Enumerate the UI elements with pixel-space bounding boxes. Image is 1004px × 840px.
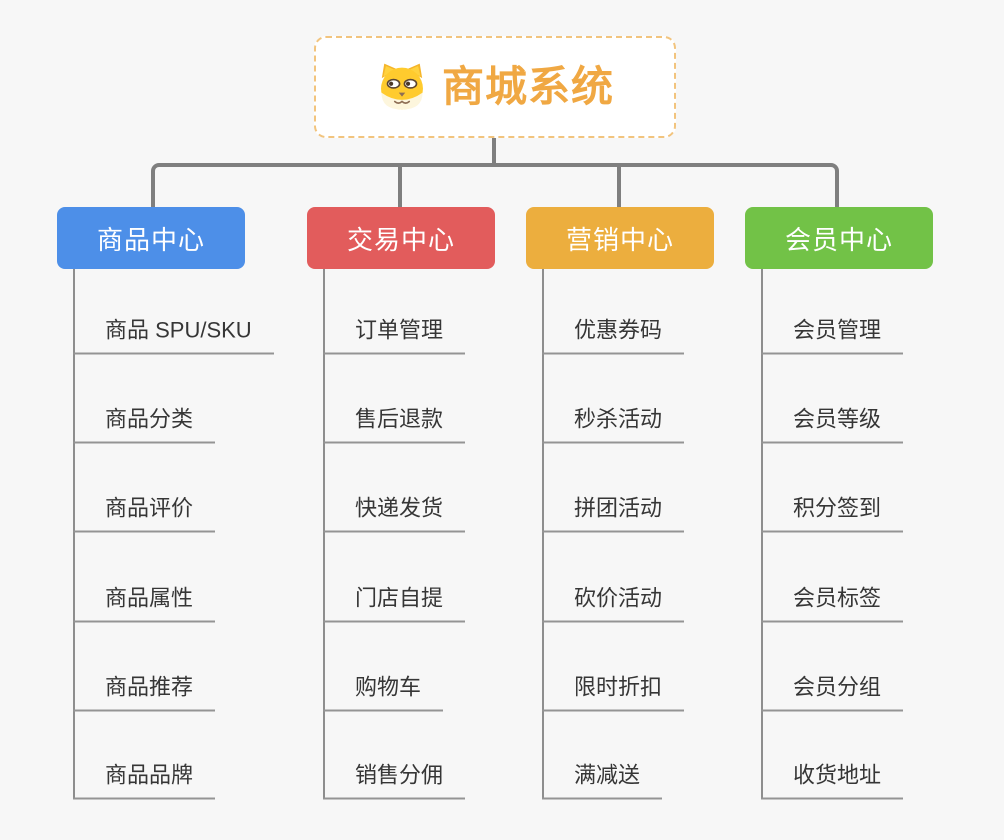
leaf-node[interactable]: 商品推荐: [73, 674, 216, 711]
root-node[interactable]: 商城系统: [314, 36, 676, 138]
leaf-node[interactable]: 优惠券码: [542, 317, 685, 354]
leaf-node[interactable]: 订单管理: [323, 317, 466, 354]
leaf-node[interactable]: 拼团活动: [542, 495, 685, 532]
leaf-node[interactable]: 收货地址: [761, 762, 904, 799]
root-stem-connector: [492, 137, 496, 167]
leaf-node[interactable]: 售后退款: [323, 406, 466, 443]
dog-face-icon: [381, 63, 423, 110]
branch-header-product-center[interactable]: 商品中心: [57, 207, 245, 269]
branch-header-marketing-center[interactable]: 营销中心: [526, 207, 714, 269]
leaf-node[interactable]: 砍价活动: [542, 585, 685, 622]
leaf-node[interactable]: 商品品牌: [73, 762, 216, 799]
leaf-node[interactable]: 商品属性: [73, 585, 216, 622]
leaf-node[interactable]: 商品分类: [73, 406, 216, 443]
branch-vertical-connector: [73, 269, 75, 799]
root-title: 商城系统: [441, 63, 614, 110]
branch-bracket-connector: [151, 163, 839, 207]
leaf-node[interactable]: 商品 SPU/SKU: [73, 317, 274, 354]
branch-vertical-connector: [761, 269, 763, 799]
leaf-node[interactable]: 会员管理: [761, 317, 904, 354]
leaf-node[interactable]: 会员等级: [761, 406, 904, 443]
leaf-node[interactable]: 会员标签: [761, 585, 904, 622]
branch-vertical-connector: [542, 269, 544, 799]
branch-drop-connector: [398, 163, 402, 207]
leaf-node[interactable]: 购物车: [323, 674, 444, 711]
branch-header-trade-center[interactable]: 交易中心: [307, 207, 495, 269]
branch-header-member-center[interactable]: 会员中心: [745, 207, 933, 269]
leaf-node[interactable]: 商品评价: [73, 495, 216, 532]
leaf-node[interactable]: 门店自提: [323, 585, 466, 622]
leaf-node[interactable]: 满减送: [542, 762, 663, 799]
leaf-node[interactable]: 秒杀活动: [542, 406, 685, 443]
branch-vertical-connector: [323, 269, 325, 799]
leaf-node[interactable]: 会员分组: [761, 674, 904, 711]
leaf-node[interactable]: 销售分佣: [323, 762, 466, 799]
leaf-node[interactable]: 积分签到: [761, 495, 904, 532]
branch-drop-connector: [617, 163, 621, 207]
leaf-node[interactable]: 快递发货: [323, 495, 466, 532]
leaf-node[interactable]: 限时折扣: [542, 674, 685, 711]
